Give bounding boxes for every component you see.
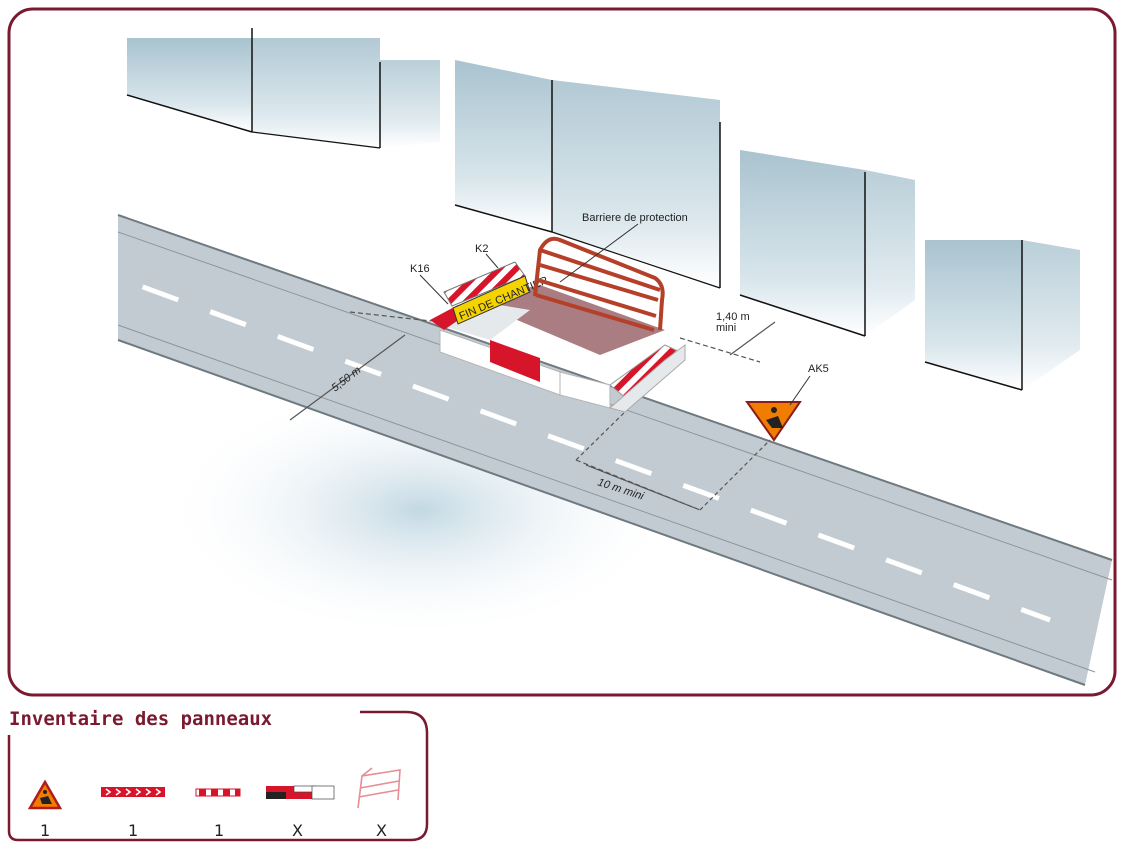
sidewalk-min-value: 1,40 m (716, 311, 750, 323)
sidewalk-min-unit: mini (716, 322, 736, 334)
barrier-label: Barriere de protection (582, 212, 688, 224)
k2-label: K2 (475, 243, 488, 255)
diagram-frame (7, 7, 1117, 697)
chevron-barrier-icon (101, 787, 165, 797)
leader-lines (419, 223, 811, 406)
mobile-fence-icon (357, 767, 401, 809)
inventory-count-1: 1 (40, 821, 50, 840)
ak5-label: AK5 (808, 363, 829, 375)
ak5-roadworks-sign-icon (745, 401, 802, 442)
inventory-count-2: 1 (128, 821, 138, 840)
protection-barrier (533, 236, 665, 332)
k16-label: K16 (410, 263, 430, 275)
dimension-lines (289, 311, 776, 511)
roadworks-sign-icon (27, 779, 63, 810)
inventory-count-3: 1 (214, 821, 224, 840)
inventory-count-4: X (292, 821, 303, 840)
inventory-panel: Inventaire des panneaux (7, 708, 429, 842)
inventory-count-5: X (376, 821, 387, 840)
buildings (126, 28, 1080, 391)
block-barrier-icon (266, 785, 335, 800)
inventory-title: Inventaire des panneaux (9, 708, 272, 730)
striped-barrier-icon (195, 788, 241, 797)
